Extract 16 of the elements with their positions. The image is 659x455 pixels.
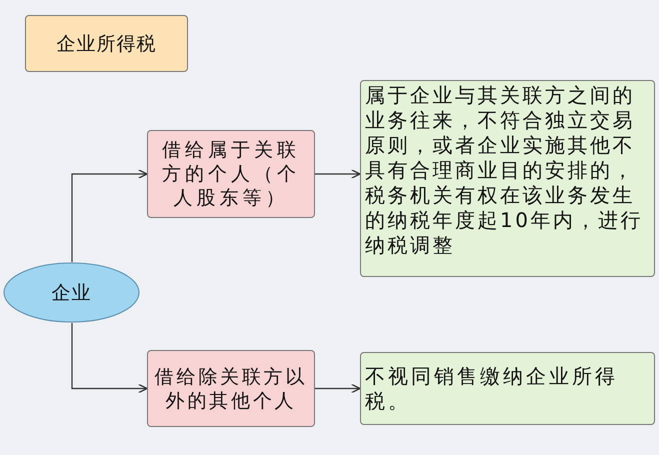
arrow xyxy=(315,384,361,394)
category-box xyxy=(147,350,315,427)
node-text: 不视同销售缴纳企业所得税。 xyxy=(365,364,619,414)
node-text: 企业 xyxy=(52,280,92,304)
node-text: 借给除关联方以外的其他个人 xyxy=(154,364,308,412)
category-box xyxy=(147,130,315,218)
node-text: 借给属于关联方的个人（个人股东等） xyxy=(161,138,301,210)
arrow xyxy=(71,323,148,394)
result-box xyxy=(360,80,655,277)
node-text: 属于企业与其关联方之间的业务往来，不符合独立交易原则，或者企业实施其他不具有合理商业目的安排的，税务机关有权在该业务发生的纳税年度起10年内，进行纳税调整 xyxy=(365,83,644,258)
node-text: 企业所得税 xyxy=(56,32,156,56)
arrow xyxy=(315,169,361,179)
title-box xyxy=(25,15,188,72)
entity-ellipse xyxy=(3,262,140,323)
arrow xyxy=(71,169,148,262)
result-box xyxy=(360,352,655,425)
